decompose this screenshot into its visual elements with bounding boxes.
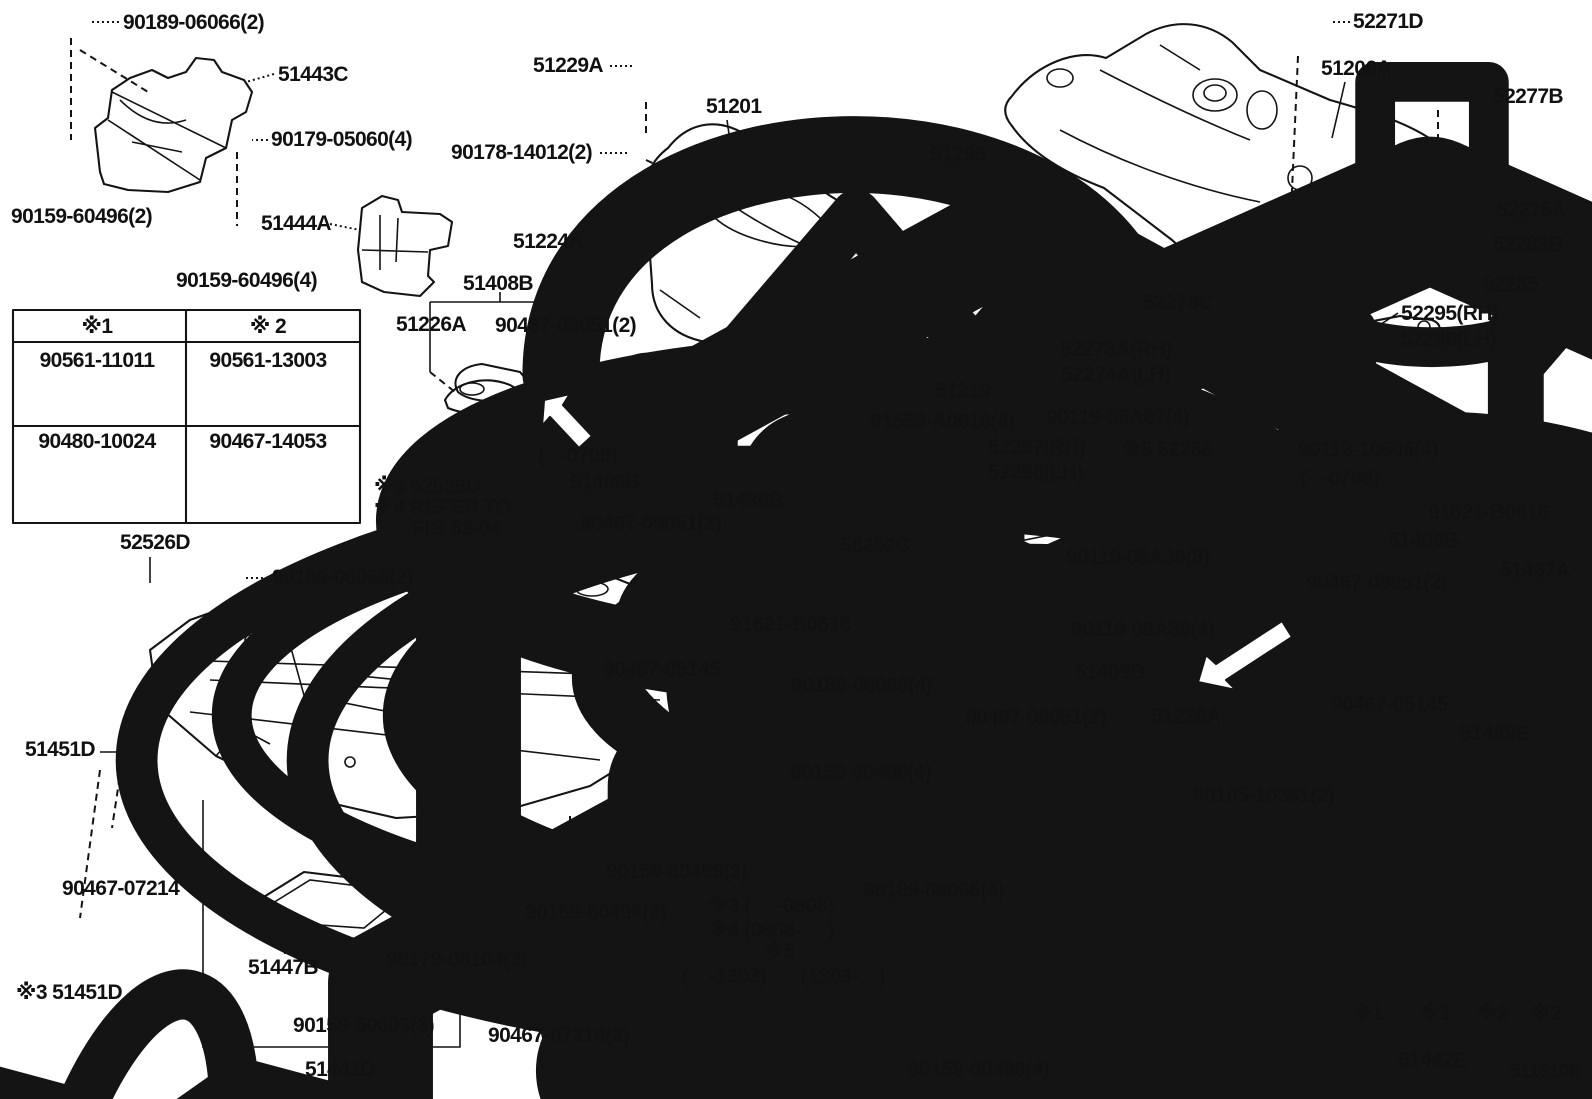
part-label-52271D: 52271D [1353, 10, 1424, 33]
grommet-table-cell-1-0: 90480-10024 [38, 430, 156, 453]
part-label-52273A-RH: 52273A(RH) [1060, 338, 1172, 361]
direction-arrows [540, 392, 1294, 692]
part-label-90189-06066-4-bot: 90189-06066(4) [863, 879, 1005, 902]
part-label-90467-09051-2-mid: 90467-09051(2) [580, 512, 722, 535]
part-label-90189-06066-2-top: 90189-06066(2) [123, 11, 265, 34]
diagram-code: 511810K [1510, 1061, 1582, 1082]
part-label-52297-RH: 52297(RH) [988, 436, 1086, 459]
part-label-52285: 52285 [1483, 273, 1539, 296]
part-label-51449E: 51449E [1460, 722, 1529, 745]
part-label-51447B: 51447B [248, 956, 319, 979]
part-label-52278C: 52278C [1143, 291, 1214, 314]
part-label-90189-06066-2-mid: 90189-06066(2) [272, 566, 414, 589]
part-label-91621-B0616-mid: 91621-B0616 [730, 613, 851, 636]
part-label-52296-LH: 52296(LH) [1401, 328, 1497, 351]
part-label-90159-60496-2-left: 90159-60496(2) [11, 205, 153, 228]
bolt-table-header-0: ( -1303) [681, 965, 767, 988]
bolt-table-header-1: (1303- ) [800, 965, 886, 988]
part-label-90467-07214-2: 90467-07214(2) [488, 1024, 630, 1047]
part-label-90467-05145-mid: 90467-05145 [603, 658, 721, 681]
part-label-52295-RH: 52295(RH) [1401, 302, 1499, 325]
part-label-51409B-bot: 51409B [1075, 661, 1146, 684]
front-side-cover-51443C-drawing [93, 56, 254, 194]
part-label-90189-06066-4-mid: 90189-06066(4) [791, 674, 933, 697]
part-label-51219: 51219 [935, 379, 991, 402]
part-label-52274A-LH: 52274A(LH) [1061, 363, 1171, 386]
grommet-table-header-0: ※1 [81, 315, 114, 338]
arrow-up-left-icon [540, 392, 594, 450]
grommet-table-header-1: ※ 2 [249, 315, 287, 338]
part-label-90467-05145-right: 90467-05145 [1331, 693, 1449, 716]
grommet-table-cell-1-1: 90467-14053 [209, 430, 327, 453]
part-label-52275A: 52275A [1496, 199, 1567, 222]
grommet-table-cell-0-0: 90561-11011 [39, 349, 155, 372]
part-label-note4-refer: ※4 REFER TO [374, 496, 512, 519]
part-label-91553-A0616-4: 91553-A0616(4) [870, 410, 1015, 433]
part-label-58252C: 58252C [840, 534, 911, 557]
part-label-note2-b: ※2 [1530, 1002, 1562, 1025]
part-label-0708-mid: ( -0708) [538, 444, 618, 467]
part-label-note5: ※5 [764, 940, 796, 963]
part-label-51224A: 51224A [513, 230, 584, 253]
part-label-90467-09051-2-right: 90467-09051(2) [1306, 571, 1448, 594]
part-label-51408B-top: 51408B [463, 272, 534, 295]
part-label-51444A: 51444A [261, 212, 332, 235]
part-label-note1-b: ※1 [1420, 1002, 1452, 1025]
grommet-variant-table-grid [11, 308, 1592, 1099]
part-label-51443C: 51443C [278, 63, 349, 86]
part-label-90159-60496-2-a: 90159-60496(2) [606, 860, 748, 883]
part-label-90119-08A39-8: 90119-08A39(8) [1066, 546, 1210, 569]
part-label-51436B: 51436B [713, 489, 784, 512]
part-label-0708-right: ( -0708) [1300, 467, 1380, 490]
part-label-51229A: 51229A [533, 54, 604, 77]
part-label-note3-52526D: ※3 52526D [374, 475, 481, 498]
arrow-down-left-icon [1196, 619, 1294, 692]
part-label-51437A: 51437A [1500, 559, 1571, 582]
part-label-90159-60603-3: 90159-60603(3) [293, 1014, 435, 1037]
part-label-51226A-bot: 51226A [1151, 705, 1222, 728]
part-label-51441D: 51441D [305, 1058, 376, 1081]
part-label-52298-LH: 52298(LH) [988, 461, 1084, 484]
leader-lines [70, 21, 1585, 1063]
part-label-note2-a: ※2 [1477, 1002, 1509, 1025]
part-label-51451D: 51451D [25, 738, 96, 761]
part-label-90105-10361-2: 90105-10361(2) [1193, 784, 1335, 807]
part-label-51408B-mid: 51408B [570, 471, 641, 494]
part-label-91621-B0616-right: 91621-B0616 [1428, 501, 1549, 524]
part-label-note3-51451D: ※3 51451D [16, 981, 123, 1004]
part-label-note4-0808: ※4 (0808- ) [708, 919, 834, 942]
part-label-51201: 51201 [706, 95, 762, 118]
part-label-note5-52286: ※5 52286 [1121, 438, 1213, 461]
part-label-90159-60496-4-mid: 90159-60496(4) [790, 761, 932, 784]
bolt-variant-table-grid [663, 958, 904, 1074]
part-label-90178-14012-2: 90178-14012(2) [451, 141, 593, 164]
part-label-90119-08A39-4: 90119-08A39(4) [1071, 618, 1215, 641]
part-label-90159-60496-2-b: 90159-60496(2) [525, 901, 667, 924]
part-label-90159-60496-4-bot: 90159-60496(4) [908, 1058, 1050, 1081]
part-label-90179-05060-4: 90179-05060(4) [271, 128, 413, 151]
part-label-51226A-top: 51226A [396, 313, 467, 336]
part-label-90467-09051-2-top: 90467-09051(2) [495, 314, 637, 337]
part-label-52283B: 52283B [1493, 233, 1564, 256]
front-side-cover-51444A-drawing [356, 194, 454, 298]
part-label-51442E: 51442E [1398, 1049, 1467, 1072]
part-label-90179-06104-3: 90179-06104(3) [386, 948, 528, 971]
part-label-51409B-right: 51409B [1388, 529, 1459, 552]
part-label-90159-60496-4-topleft: 90159-60496(4) [176, 269, 318, 292]
part-label-fig-53-04: FIG 53-04 [412, 517, 502, 540]
part-label-51296: 51296 [930, 143, 986, 166]
part-label-90467-09051-2-bot: 90467-09051(2) [965, 706, 1107, 729]
part-label-90467-07214: 90467-07214 [62, 877, 180, 900]
part-label-90119-08A87-4: 90119-08A87(4) [1046, 406, 1190, 429]
part-label-52277B: 52277B [1493, 85, 1564, 108]
part-label-note3-0808: ※3 ( -0808) [708, 894, 834, 917]
part-label-51206A: 51206A [1321, 57, 1392, 80]
part-label-note1-a: ※1 [1352, 1002, 1384, 1025]
grommet-table-cell-0-1: 90561-13003 [209, 349, 327, 372]
part-label-90119-10806-4: 90119-10806(4) [1298, 438, 1439, 461]
part-label-52526D-left: 52526D [120, 531, 191, 554]
